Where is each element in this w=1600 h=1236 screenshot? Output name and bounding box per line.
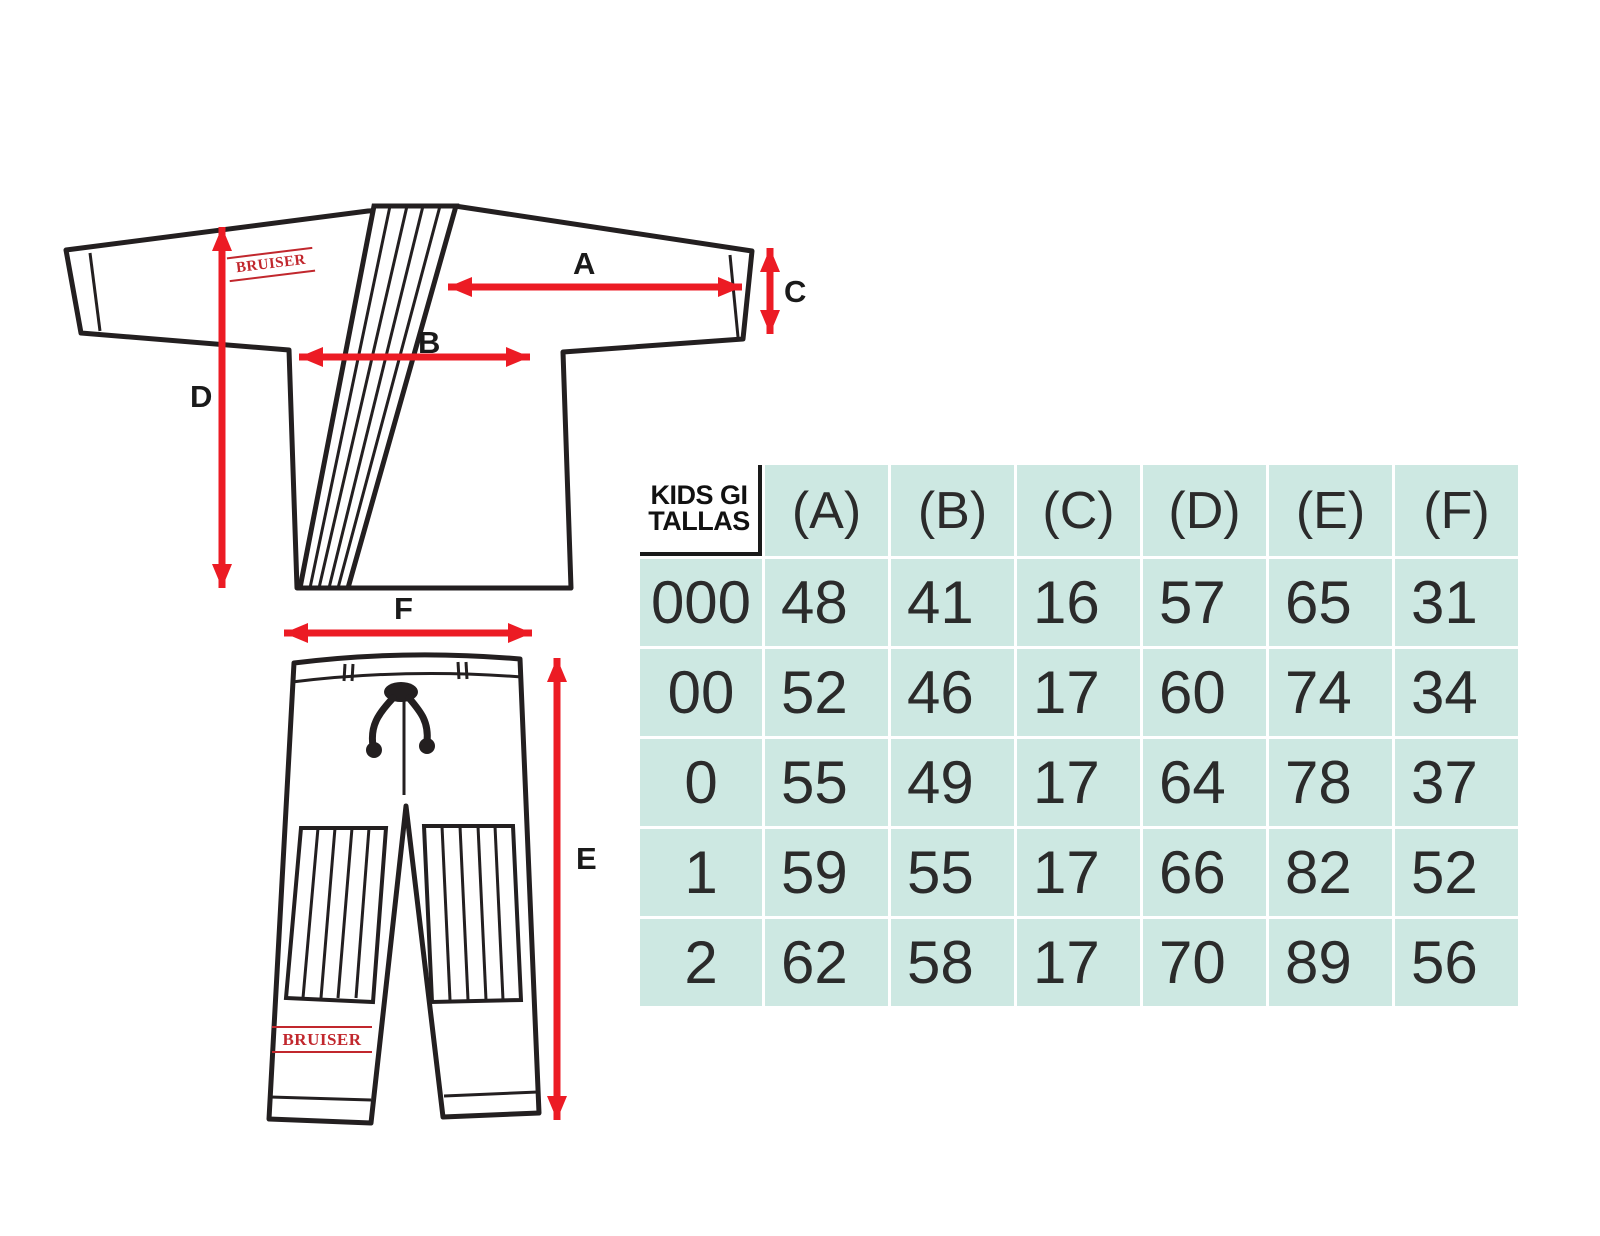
column-header-C: (C) (1017, 465, 1140, 556)
measurement-cell: 37 (1395, 739, 1518, 826)
gi-pants-drawing (266, 652, 542, 1126)
waistband-seam (291, 671, 523, 684)
label-A: A (573, 246, 596, 281)
pants-outline (266, 652, 542, 1126)
measurement-cell: 66 (1143, 829, 1266, 916)
measurement-cell: 16 (1017, 559, 1140, 646)
measurement-cell: 78 (1269, 739, 1392, 826)
measurement-cell: 46 (891, 649, 1014, 736)
left-hem-seam (269, 1095, 372, 1102)
brand-logo-pants: BRUISER (272, 1026, 372, 1053)
measurement-cell: 55 (891, 829, 1014, 916)
right-knee-panel (421, 824, 524, 1005)
lapel-stitching (308, 205, 442, 589)
table-title-cell: KIDS GI TALLAS (640, 465, 762, 556)
measurement-arrows (212, 227, 780, 1120)
measurement-cell: 58 (891, 919, 1014, 1006)
table-title-line1: KIDS GI (650, 479, 748, 510)
size-label: 0 (640, 739, 762, 826)
size-label: 000 (640, 559, 762, 646)
measurement-cell: 17 (1017, 649, 1140, 736)
column-header-B: (B) (891, 465, 1014, 556)
right-hem-seam (443, 1090, 539, 1098)
left-knee-panel (283, 826, 389, 1005)
measurement-cell: 64 (1143, 739, 1266, 826)
table-header-row: KIDS GI TALLAS (A)(B)(C)(D)(E)(F) (640, 465, 1518, 556)
belt-loops (342, 661, 469, 682)
column-header-A: (A) (765, 465, 888, 556)
measurement-cell: 17 (1017, 919, 1140, 1006)
measurement-cell: 52 (1395, 829, 1518, 916)
table-title-line2: TALLAS (648, 505, 750, 536)
measurement-cell: 17 (1017, 739, 1140, 826)
label-B: B (418, 325, 441, 360)
measurement-cell: 56 (1395, 919, 1518, 1006)
size-label: 2 (640, 919, 762, 1006)
measurement-cell: 60 (1143, 649, 1266, 736)
label-C: C (784, 274, 807, 309)
gi-jacket-drawing (63, 203, 755, 591)
column-header-E: (E) (1269, 465, 1392, 556)
measurement-cell: 59 (765, 829, 888, 916)
right-knee-stitching (440, 825, 505, 1001)
size-label: 1 (640, 829, 762, 916)
measurement-cell: 49 (891, 739, 1014, 826)
measurement-cell: 55 (765, 739, 888, 826)
column-header-F: (F) (1395, 465, 1518, 556)
measurement-cell: 34 (1395, 649, 1518, 736)
label-D: D (190, 379, 213, 414)
drawstring-knot (366, 682, 435, 758)
measurement-cell: 17 (1017, 829, 1140, 916)
measurement-cell: 41 (891, 559, 1014, 646)
jacket-left-cuff-seam (88, 252, 102, 332)
measurement-cell: 65 (1269, 559, 1392, 646)
jacket-lapel-band (296, 203, 460, 591)
measurement-cell: 74 (1269, 649, 1392, 736)
label-F: F (394, 591, 413, 626)
size-label: 00 (640, 649, 762, 736)
measurement-cell: 48 (765, 559, 888, 646)
measurement-cell: 31 (1395, 559, 1518, 646)
measurement-cell: 82 (1269, 829, 1392, 916)
measurement-cell: 70 (1143, 919, 1266, 1006)
measurement-cell: 57 (1143, 559, 1266, 646)
measurement-cell: 89 (1269, 919, 1392, 1006)
left-knee-stitching (301, 827, 371, 999)
column-header-D: (D) (1143, 465, 1266, 556)
measurement-cell: 62 (765, 919, 888, 1006)
label-E: E (576, 841, 597, 876)
measurement-cell: 52 (765, 649, 888, 736)
